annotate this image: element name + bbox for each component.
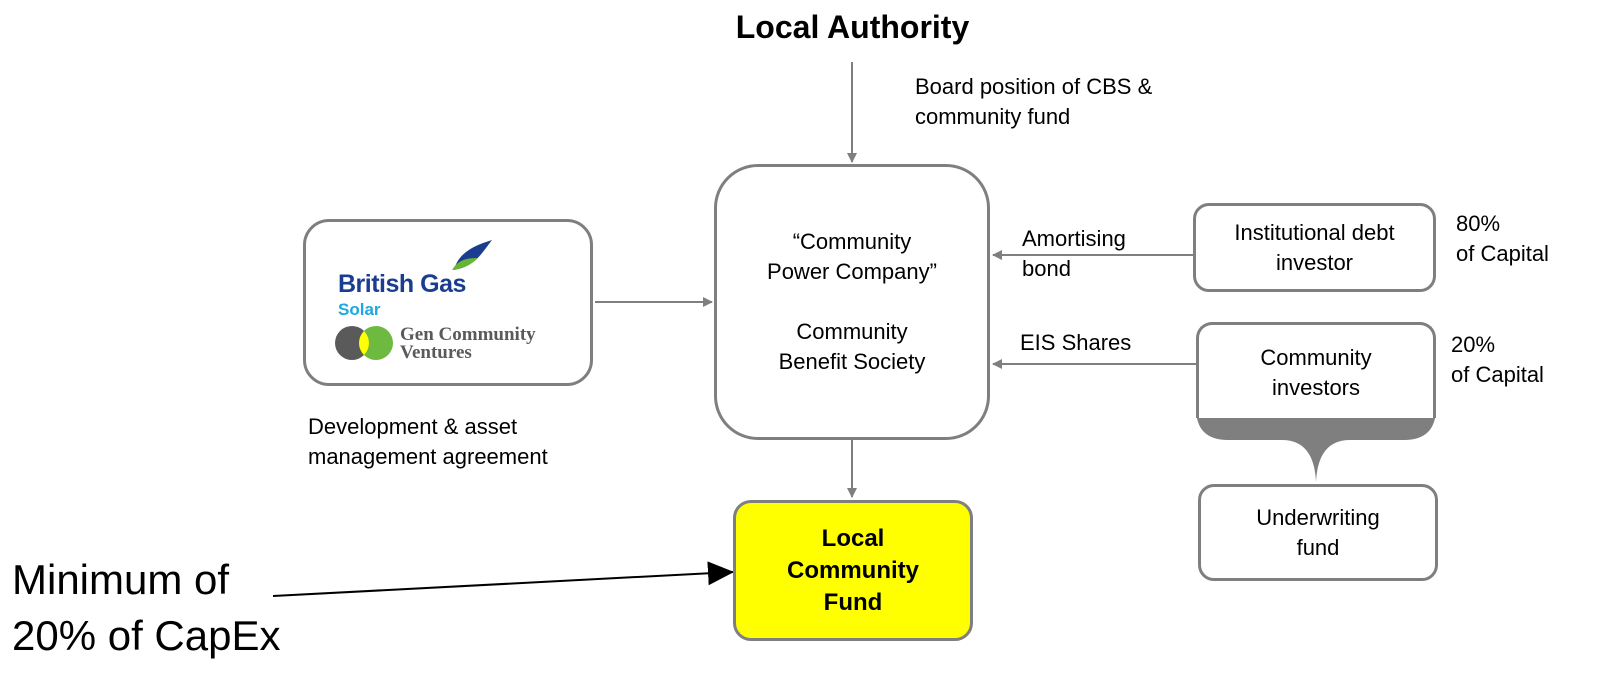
amortising-bond-label: Amortising bond — [1022, 226, 1126, 281]
community-investors-box: Community investors — [1196, 322, 1436, 418]
gen-community-ventures-logo-text: Gen Community Ventures — [400, 324, 536, 363]
institutional-debt-investor-box: Institutional debt investor — [1193, 203, 1436, 292]
arrow-note-to-fund — [272, 561, 734, 597]
debt-capital-share: 80% of Capital — [1456, 211, 1549, 266]
british-gas-logo-text: British Gas — [338, 270, 466, 298]
developer-agreement-caption: Development & asset management agreement — [308, 414, 548, 469]
gen-community-ventures-logo-icon — [335, 326, 393, 360]
local-authority-title: Local Authority — [735, 9, 970, 45]
british-gas-flame-icon — [452, 240, 492, 270]
cbs-line-2: Power Company” — [767, 259, 937, 284]
cbs-line-3: Community — [796, 319, 908, 344]
cbs-line-4: Benefit Society — [778, 349, 926, 374]
authority-role-label: Board position of CBS & community fund — [915, 74, 1153, 129]
underwriting-fund-box: Underwriting fund — [1198, 484, 1438, 581]
minimum-capex-note: Minimum of 20% of CapEx — [12, 556, 281, 659]
developer-logo-box: British Gas Solar Gen Community Ventures — [303, 219, 593, 386]
local-community-fund-box: Local Community Fund — [733, 500, 973, 641]
community-capital-share: 20% of Capital — [1451, 332, 1544, 387]
community-benefit-society-box: “Community Power Company” Community Bene… — [714, 164, 990, 440]
solar-logo-text: Solar — [338, 300, 381, 319]
eis-shares-label: EIS Shares — [1020, 330, 1132, 355]
cbs-line-1: “Community — [792, 229, 912, 254]
